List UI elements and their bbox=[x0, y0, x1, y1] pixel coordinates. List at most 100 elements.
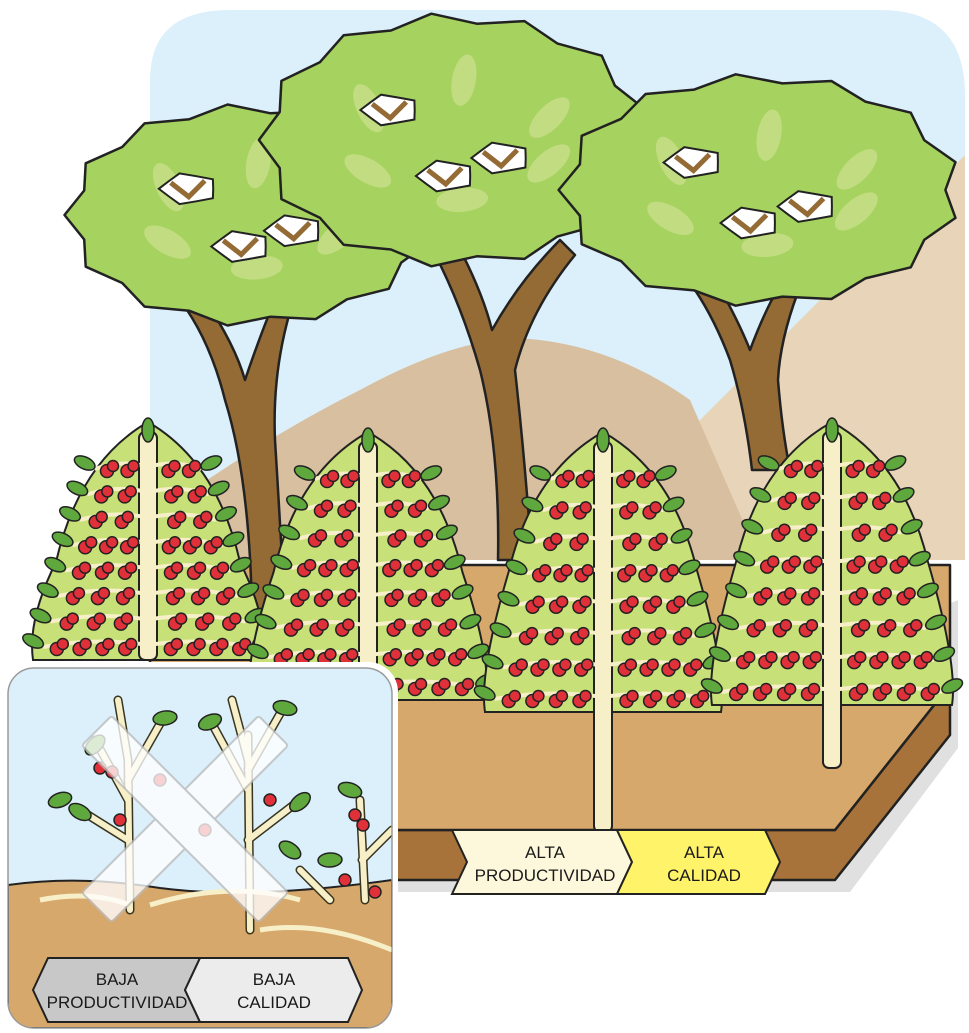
coffee-cherry bbox=[627, 691, 638, 702]
coffee-cherry bbox=[456, 649, 467, 660]
coffee-cherry bbox=[754, 620, 765, 631]
coffee-cherry bbox=[325, 649, 336, 660]
coffee-cherry bbox=[681, 628, 692, 639]
coffee-cherry bbox=[744, 652, 755, 663]
coffee-cherry bbox=[768, 556, 779, 567]
coffee-cherry bbox=[650, 502, 661, 513]
coffee-cherry bbox=[322, 589, 333, 600]
sparse-cherry bbox=[349, 809, 361, 821]
coffee-cherry bbox=[434, 649, 445, 660]
coffee-cherry bbox=[780, 620, 791, 631]
coffee-cherry bbox=[80, 562, 91, 573]
coffee-cherry bbox=[195, 562, 206, 573]
coffee-cherry bbox=[789, 556, 800, 567]
coffee-cherry bbox=[122, 511, 133, 522]
leaf-icon bbox=[826, 418, 838, 442]
coffee-cherry bbox=[172, 562, 183, 573]
label-alta-productividad-line1: ALTA bbox=[525, 843, 566, 862]
coffee-cherry bbox=[557, 502, 568, 513]
coffee-cherry bbox=[416, 589, 427, 600]
coffee-cherry bbox=[582, 659, 593, 670]
coffee-cherry bbox=[552, 628, 563, 639]
coffee-cherry bbox=[389, 471, 400, 482]
coffee-cherry bbox=[580, 596, 591, 607]
coffee-cherry bbox=[540, 565, 551, 576]
coffee-cherry bbox=[854, 556, 865, 567]
label-baja-calidad-line2: CALIDAD bbox=[237, 993, 311, 1012]
label-alta-calidad-line2: CALIDAD bbox=[667, 866, 741, 885]
coffee-cherry bbox=[557, 596, 568, 607]
inset-panel: BAJA PRODUCTIVIDAD BAJA CALIDAD bbox=[2, 662, 398, 1033]
sparse-cherry bbox=[357, 819, 369, 831]
coffee-cherry bbox=[785, 684, 796, 695]
coffee-cherry bbox=[57, 639, 68, 650]
coffee-cherry bbox=[394, 619, 405, 630]
coffee-cherry bbox=[175, 511, 186, 522]
coffee-cherry bbox=[856, 492, 867, 503]
coffee-cherry bbox=[904, 588, 915, 599]
coffee-cherry bbox=[876, 556, 887, 567]
label-baja-productividad-line2: PRODUCTIVIDAD bbox=[47, 993, 188, 1012]
coffee-cherry bbox=[874, 461, 885, 472]
coffee-cherry bbox=[580, 691, 591, 702]
coffee-cherry bbox=[646, 565, 657, 576]
coffee-cherry bbox=[326, 560, 337, 571]
coffee-cherry bbox=[176, 613, 187, 624]
leaf-icon bbox=[72, 453, 97, 473]
coffee-cherry bbox=[897, 556, 908, 567]
coffee-cherry bbox=[230, 613, 241, 624]
coffee-cherry bbox=[533, 596, 544, 607]
coffee-cherry bbox=[761, 684, 772, 695]
coffee-cherry bbox=[199, 588, 210, 599]
coffee-cherry bbox=[533, 691, 544, 702]
coffee-cherry bbox=[674, 691, 685, 702]
coffee-cherry bbox=[625, 565, 636, 576]
coffee-cherry bbox=[345, 500, 356, 511]
coffee-cherry bbox=[812, 461, 823, 472]
coffee-cherry bbox=[582, 565, 593, 576]
coffee-cherry bbox=[928, 684, 939, 695]
coffee-cherry bbox=[128, 537, 139, 548]
coffee-cherry bbox=[761, 588, 772, 599]
coffee-cherry bbox=[416, 500, 427, 511]
coffee-cherry bbox=[217, 639, 228, 650]
coffee-cherry bbox=[880, 492, 891, 503]
coffee-cherry bbox=[809, 492, 820, 503]
sparse-leaf-icon bbox=[318, 852, 343, 867]
coffee-cherry bbox=[551, 533, 562, 544]
coffee-cherry bbox=[303, 649, 314, 660]
label-baja-productividad bbox=[33, 958, 200, 1022]
coffee-cherry bbox=[583, 471, 594, 482]
coffee-cherry bbox=[203, 613, 214, 624]
coffee-cherry bbox=[108, 461, 119, 472]
quality-labels: ALTA PRODUCTIVIDAD ALTA CALIDAD bbox=[452, 830, 780, 894]
coffee-cherry bbox=[785, 492, 796, 503]
coffee-cherry bbox=[446, 619, 457, 630]
coffee-cherry bbox=[190, 461, 201, 472]
coffee-cherry bbox=[190, 537, 201, 548]
coffee-cherry bbox=[877, 652, 888, 663]
coffee-cherry bbox=[737, 684, 748, 695]
coffee-cherry bbox=[809, 684, 820, 695]
coffee-cherry bbox=[556, 691, 567, 702]
coffee-cherry bbox=[647, 659, 658, 670]
coffee-cherry bbox=[174, 588, 185, 599]
coffee-cherry bbox=[103, 639, 114, 650]
coffee-cherry bbox=[172, 486, 183, 497]
coffee-cherry bbox=[880, 588, 891, 599]
coffee-cherry bbox=[411, 560, 422, 571]
coffee-cherry bbox=[859, 620, 870, 631]
coffee-cherry bbox=[439, 589, 450, 600]
coffee-cherry bbox=[463, 679, 474, 690]
coffee-cherry bbox=[439, 679, 450, 690]
coffee-bush-4-trunk bbox=[823, 432, 841, 768]
coffee-cherry bbox=[779, 524, 790, 535]
coffee-cherry bbox=[126, 562, 137, 573]
coffee-cherry bbox=[211, 537, 222, 548]
coffee-cherry bbox=[560, 659, 571, 670]
coffee-cherry bbox=[578, 628, 589, 639]
coffee-cherry bbox=[194, 639, 205, 650]
coffee-cherry bbox=[859, 524, 870, 535]
coffee-cherry bbox=[791, 461, 802, 472]
coffee-cherry bbox=[580, 502, 591, 513]
